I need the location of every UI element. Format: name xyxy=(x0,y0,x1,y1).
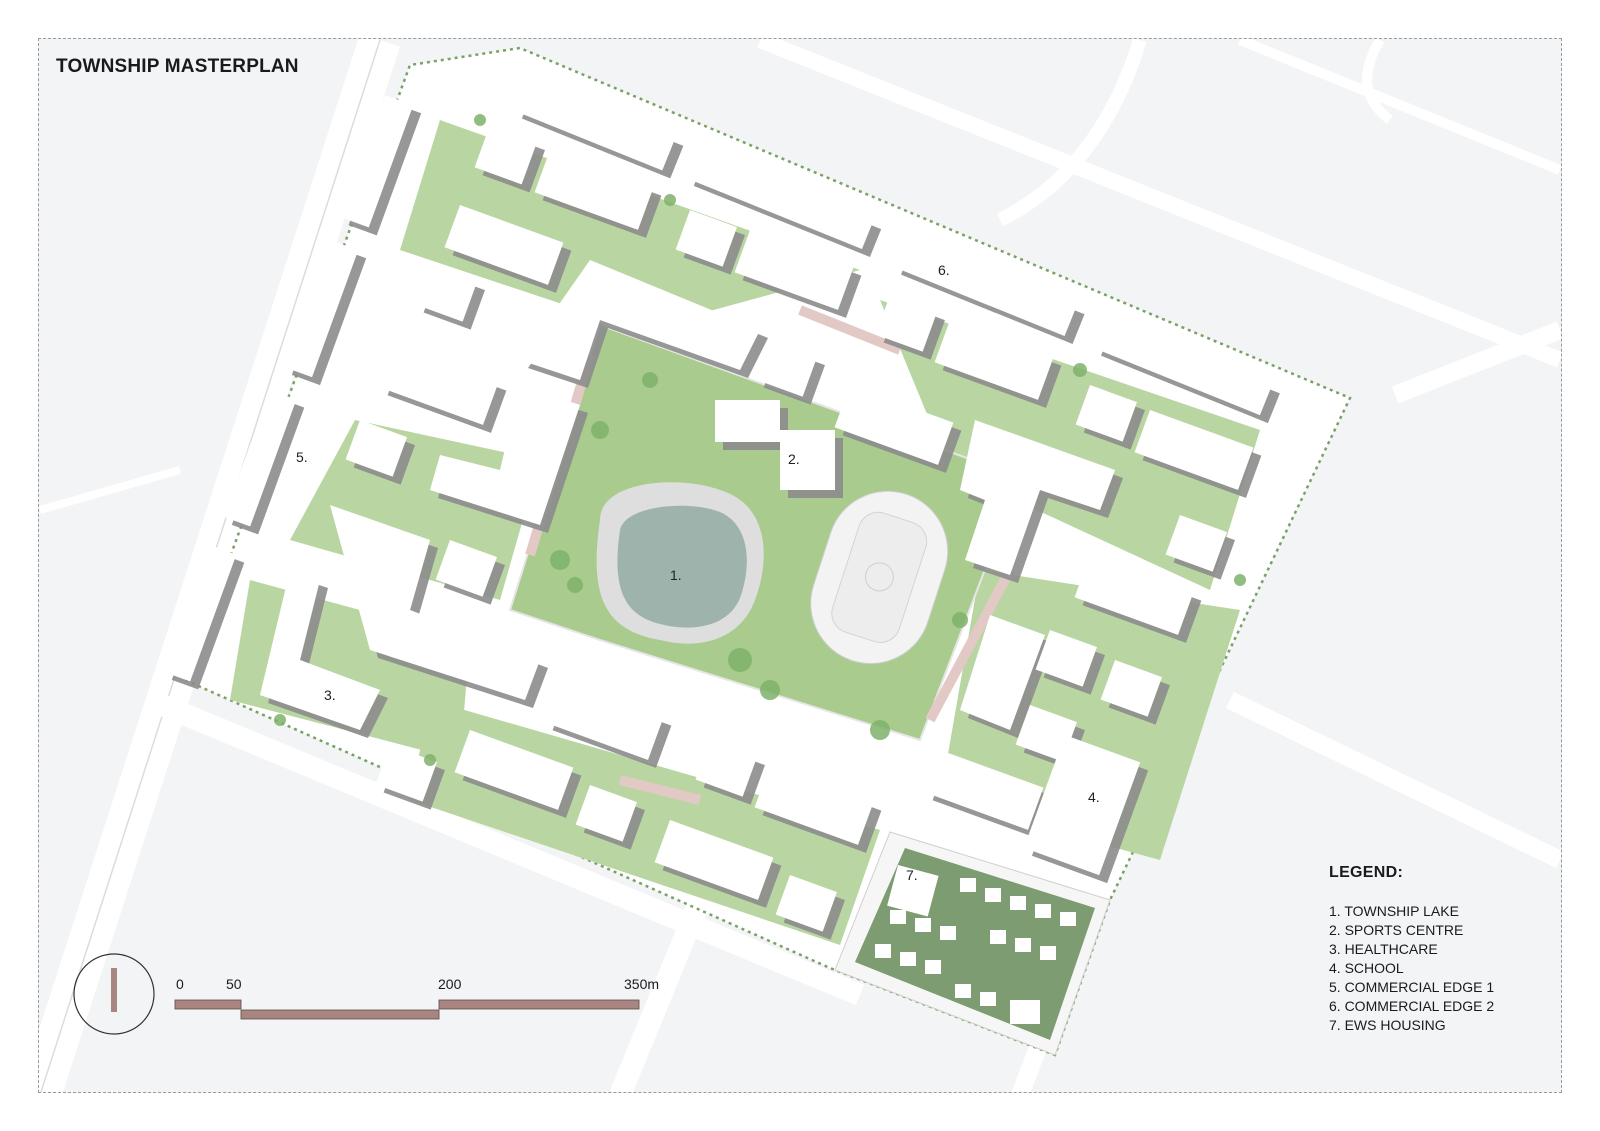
ews-housing xyxy=(834,831,1111,1056)
scale-label-50: 50 xyxy=(226,976,242,992)
label-commercial-2: 6. xyxy=(938,262,950,278)
label-healthcare: 3. xyxy=(324,687,336,703)
label-ews: 7. xyxy=(906,867,918,883)
legend-item-commercial-2: 6. COMMERCIAL EDGE 2 xyxy=(1329,998,1495,1014)
legend-heading: LEGEND: xyxy=(1329,864,1404,881)
legend-item-lake: 1. TOWNSHIP LAKE xyxy=(1329,903,1459,919)
label-commercial-1: 5. xyxy=(296,449,308,465)
zone-labels: 2. 3. 4. 5. 6. 7. xyxy=(296,262,1100,883)
legend-item-ews: 7. EWS HOUSING xyxy=(1329,1017,1446,1033)
scale-label-0: 0 xyxy=(176,976,184,992)
label-sports: 2. xyxy=(788,451,800,467)
label-school: 4. xyxy=(1088,789,1100,805)
legend-item-commercial-1: 5. COMMERCIAL EDGE 1 xyxy=(1329,979,1495,995)
north-arrow xyxy=(73,953,155,1035)
legend-item-sports: 2. SPORTS CENTRE xyxy=(1329,922,1464,938)
tree-canopy xyxy=(274,114,1246,766)
legend-item-healthcare: 3. HEALTHCARE xyxy=(1329,941,1438,957)
label-lake: 1. xyxy=(670,567,682,583)
buildings xyxy=(163,77,1272,932)
legend-item-school: 4. SCHOOL xyxy=(1329,960,1404,976)
page-title: TOWNSHIP MASTERPLAN xyxy=(56,56,299,77)
sports-track xyxy=(810,490,949,665)
scale-bar xyxy=(174,999,640,1020)
scale-label-200: 200 xyxy=(438,976,462,992)
scale-label-350m: 350m xyxy=(624,976,660,992)
township-lake: 1. xyxy=(596,482,764,644)
legend: LEGEND: 1. TOWNSHIP LAKE 2. SPORTS CENTR… xyxy=(1329,864,1494,1035)
